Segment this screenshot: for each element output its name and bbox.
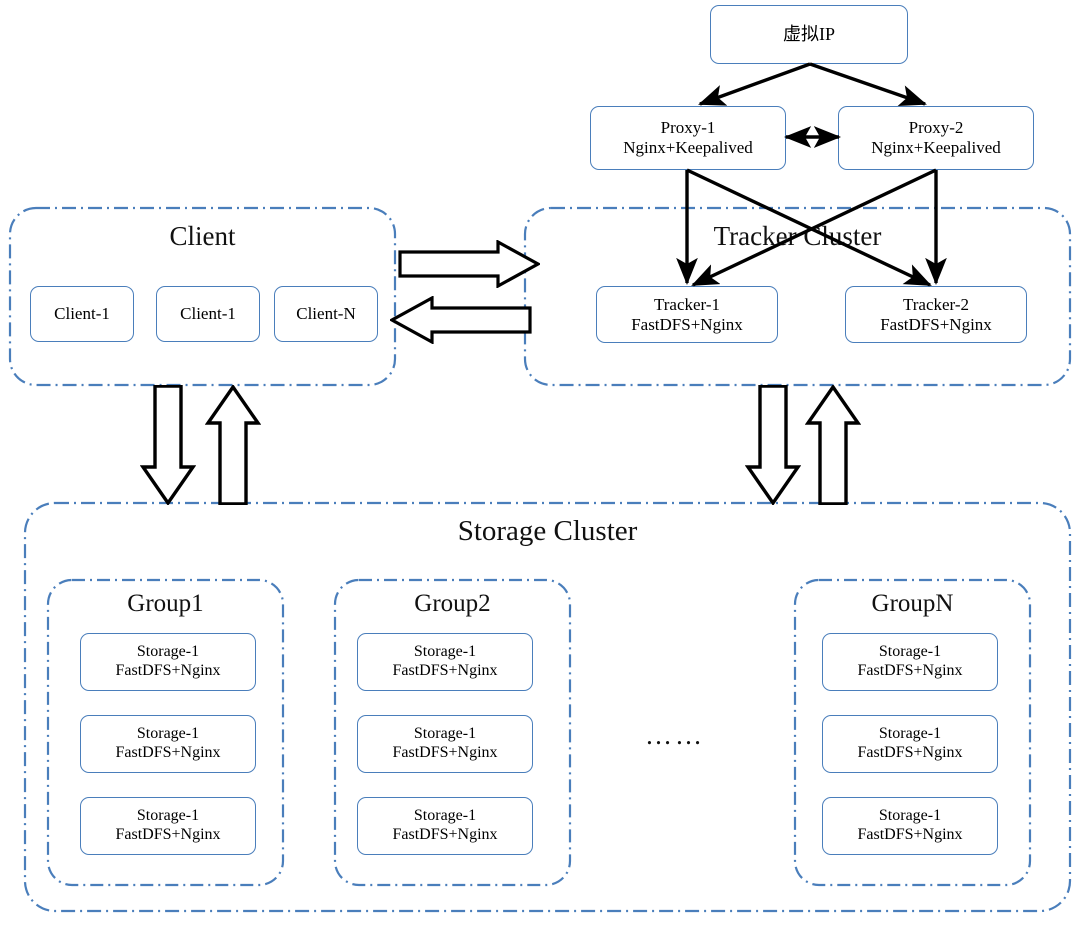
node-group1-storage-3-line2: FastDFS+Nginx: [115, 826, 221, 843]
node-group2-storage-1-line1: Storage-1: [413, 643, 477, 661]
node-proxy-1-line2: Nginx+Keepalived: [623, 138, 753, 157]
node-groupn-storage-3[interactable]: Storage-1 FastDFS+Nginx: [822, 797, 998, 855]
node-group1-storage-1-line2: FastDFS+Nginx: [115, 662, 221, 679]
node-group1-storage-2[interactable]: Storage-1 FastDFS+Nginx: [80, 715, 256, 773]
node-group1-storage-1[interactable]: Storage-1 FastDFS+Nginx: [80, 633, 256, 691]
node-client-2[interactable]: Client-1: [156, 286, 260, 342]
group2-title: Group2: [414, 590, 491, 617]
block-arrow-tracker-to-client: [390, 296, 532, 344]
arrow-vip-to-proxy2: [809, 62, 927, 107]
node-proxy-1[interactable]: Proxy-1 Nginx+Keepalived: [590, 106, 786, 170]
node-proxy-2-line1: Proxy-2: [908, 118, 964, 138]
node-group1-storage-2-line1: Storage-1: [136, 725, 200, 743]
node-group2-storage-3-line1: Storage-1: [413, 807, 477, 825]
node-group2-storage-2-line1: Storage-1: [413, 725, 477, 743]
node-tracker-2-line2: FastDFS+Nginx: [880, 314, 992, 334]
client-cluster-title: Client: [169, 221, 236, 251]
node-tracker-1[interactable]: Tracker-1 FastDFS+Nginx: [596, 286, 778, 343]
groups-ellipsis: ……: [645, 720, 705, 750]
node-groupn-storage-3-line2: FastDFS+Nginx: [857, 826, 963, 843]
node-groupn-storage-2-line1: Storage-1: [878, 725, 942, 743]
node-group1-storage-2-line2: FastDFS+Nginx: [115, 744, 221, 761]
node-tracker-2[interactable]: Tracker-2 FastDFS+Nginx: [845, 286, 1027, 343]
block-arrow-storage-to-tracker: [805, 385, 861, 505]
node-tracker-1-line1: Tracker-1: [653, 294, 721, 314]
block-arrow-client-to-tracker: [398, 240, 540, 288]
node-group1-storage-3[interactable]: Storage-1 FastDFS+Nginx: [80, 797, 256, 855]
node-group2-storage-2[interactable]: Storage-1 FastDFS+Nginx: [357, 715, 533, 773]
node-groupn-storage-1[interactable]: Storage-1 FastDFS+Nginx: [822, 633, 998, 691]
node-group2-storage-1-line2: FastDFS+Nginx: [392, 662, 498, 679]
block-arrow-storage-to-client: [205, 385, 261, 505]
node-groupn-storage-3-line1: Storage-1: [878, 807, 942, 825]
node-groupn-storage-1-line1: Storage-1: [878, 643, 942, 661]
tracker-cluster-title: Tracker Cluster: [713, 221, 882, 251]
arrow-vip-to-proxy1: [698, 62, 811, 106]
block-arrow-client-to-storage: [140, 385, 196, 505]
node-group1-storage-1-line1: Storage-1: [136, 643, 200, 661]
node-proxy-2-line2: Nginx+Keepalived: [871, 138, 1001, 157]
node-groupn-storage-2[interactable]: Storage-1 FastDFS+Nginx: [822, 715, 998, 773]
node-group2-storage-2-line2: FastDFS+Nginx: [392, 744, 498, 761]
node-proxy-1-line1: Proxy-1: [660, 118, 716, 138]
node-client-n[interactable]: Client-N: [274, 286, 378, 342]
node-virtual-ip[interactable]: 虚拟IP: [710, 5, 908, 64]
node-group1-storage-3-line1: Storage-1: [136, 807, 200, 825]
node-client-n-label: Client-N: [296, 304, 356, 324]
node-virtual-ip-label: 虚拟IP: [782, 24, 835, 45]
node-tracker-2-line1: Tracker-2: [902, 294, 970, 314]
block-arrow-tracker-to-storage: [745, 385, 801, 505]
node-groupn-storage-1-line2: FastDFS+Nginx: [857, 662, 963, 679]
storage-cluster-title: Storage Cluster: [457, 515, 638, 547]
node-client-1[interactable]: Client-1: [30, 286, 134, 342]
node-tracker-1-line2: FastDFS+Nginx: [631, 314, 743, 334]
node-group2-storage-3[interactable]: Storage-1 FastDFS+Nginx: [357, 797, 533, 855]
node-groupn-storage-2-line2: FastDFS+Nginx: [857, 744, 963, 761]
node-client-2-label: Client-1: [180, 304, 236, 324]
node-group2-storage-3-line2: FastDFS+Nginx: [392, 826, 498, 843]
node-client-1-label: Client-1: [54, 304, 110, 324]
node-proxy-2[interactable]: Proxy-2 Nginx+Keepalived: [838, 106, 1034, 170]
groupn-title: GroupN: [871, 590, 954, 617]
group1-title: Group1: [127, 590, 204, 617]
node-group2-storage-1[interactable]: Storage-1 FastDFS+Nginx: [357, 633, 533, 691]
